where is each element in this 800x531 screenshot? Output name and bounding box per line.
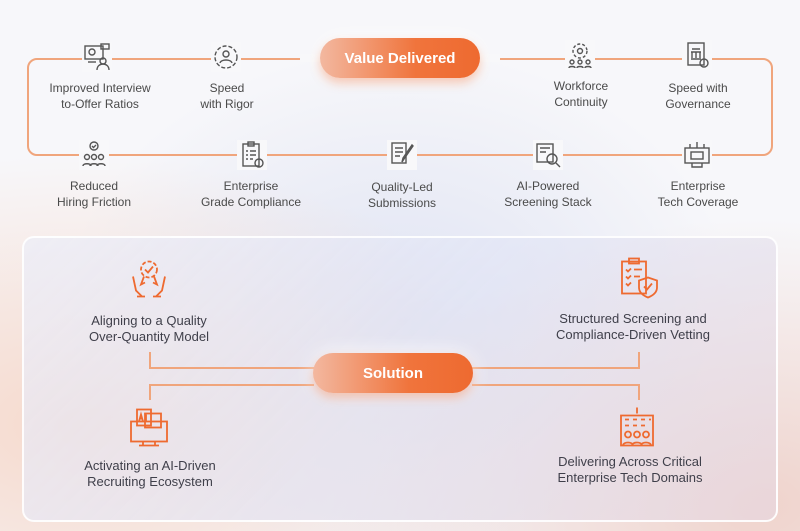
value-item-label: Grade Compliance <box>200 195 302 209</box>
screening-search-icon <box>533 140 563 170</box>
value-item-label: Quality-Led <box>371 180 433 194</box>
value-item-label: Tech Coverage <box>657 195 739 209</box>
value-item-label: Hiring Friction <box>56 195 132 209</box>
value-item-label: to-Offer Ratios <box>61 97 139 111</box>
value-item-label: Speed with <box>668 81 728 95</box>
solution-item-label: Delivering Across Critical <box>558 454 702 469</box>
connector-line <box>472 384 640 386</box>
value-item-label: Screening Stack <box>504 195 592 209</box>
value-item-label: with Rigor <box>200 97 254 111</box>
value-item-label: Speed <box>209 81 245 95</box>
team-check-icon <box>79 140 109 170</box>
connector-line <box>149 384 314 386</box>
connector-line <box>638 352 640 369</box>
governance-document-icon <box>682 40 712 70</box>
solution-item-label: Over-Quantity Model <box>89 329 209 344</box>
solution-pill: Solution <box>313 353 473 393</box>
solution-item-label: Recruiting Ecosystem <box>87 474 213 489</box>
interview-monitor-icon <box>82 42 112 72</box>
connector-line <box>149 352 151 369</box>
checklist-icon <box>237 140 267 170</box>
connector-line <box>472 367 640 369</box>
hands-badge-icon <box>127 257 171 306</box>
value-item-label: Governance <box>665 97 731 111</box>
solution-item-label: Compliance-Driven Vetting <box>556 327 710 342</box>
value-delivered-pill: Value Delivered <box>320 38 480 78</box>
gear-team-icon <box>565 40 595 70</box>
solution-item-label: Structured Screening and <box>559 311 707 326</box>
ai-computer-icon <box>127 406 171 455</box>
value-item-label: Reduced <box>69 179 119 193</box>
value-item-label: Enterprise <box>223 179 279 193</box>
value-item-label: Submissions <box>367 196 437 210</box>
building-team-icon <box>615 406 659 455</box>
solution-item-label: Enterprise Tech Domains <box>557 470 703 485</box>
value-item-label: Enterprise <box>670 179 726 193</box>
connector-line <box>638 384 640 400</box>
value-item-label: Improved Interview <box>49 81 151 95</box>
value-item-label: AI-Powered <box>516 179 580 193</box>
connector-line <box>149 384 151 400</box>
value-item-label: Workforce <box>553 79 609 93</box>
connector-line <box>149 367 314 369</box>
clipboard-shield-icon <box>616 256 660 305</box>
gear-person-icon <box>211 42 241 72</box>
solution-item-label: Aligning to a Quality <box>91 313 207 328</box>
value-item: Speed with Rigor <box>200 80 253 112</box>
tech-network-icon <box>682 140 712 170</box>
value-item-label: Continuity <box>554 95 608 109</box>
value-item: Improved Interview to-Offer Ratios <box>49 80 150 112</box>
document-pen-icon <box>387 140 417 170</box>
solution-item-label: Activating an AI-Driven <box>84 458 216 473</box>
